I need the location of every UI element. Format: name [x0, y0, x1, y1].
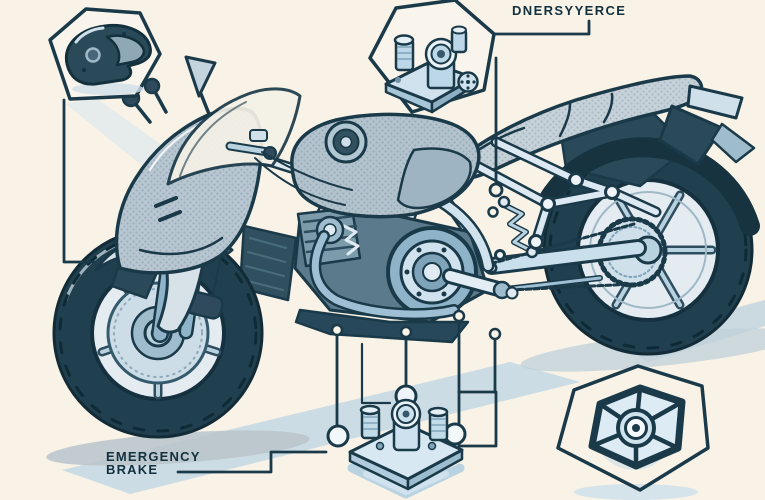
master-cylinder-callout [368, 0, 496, 114]
callout-lines [62, 19, 591, 474]
hub-emblem-outer-hexagon [556, 364, 710, 492]
brake-module-callout [347, 384, 465, 499]
helmet-icon [64, 23, 152, 86]
emergency-brake-label: EMERGENCY BRAKE [106, 449, 201, 477]
handlebar [225, 129, 353, 206]
brake-module-icon [348, 384, 464, 491]
top-label-bracket [493, 19, 591, 36]
emergency-brake-leader-line [176, 450, 328, 474]
hub-emblem-icon [588, 384, 686, 470]
helmet-swish [66, 98, 180, 172]
part-label-top-right: DNERSYYERCE [512, 3, 627, 18]
radiator [238, 224, 298, 302]
windscreen [166, 87, 302, 186]
front-wheel-shadow [46, 430, 310, 466]
taillight-fin [658, 104, 724, 166]
engine [293, 206, 519, 324]
tail-section [658, 84, 756, 166]
fuel-cap [324, 120, 368, 164]
rear-shock [497, 195, 539, 259]
callout-nodes [326, 182, 504, 448]
motorcycle [52, 55, 760, 439]
master-cylinder-icon [384, 25, 479, 114]
fuel-tank [290, 112, 481, 219]
hub-emblem-callout [556, 364, 710, 500]
helmet-leader-line [62, 98, 96, 264]
helmet-callout [48, 7, 162, 101]
mirror [184, 55, 217, 116]
